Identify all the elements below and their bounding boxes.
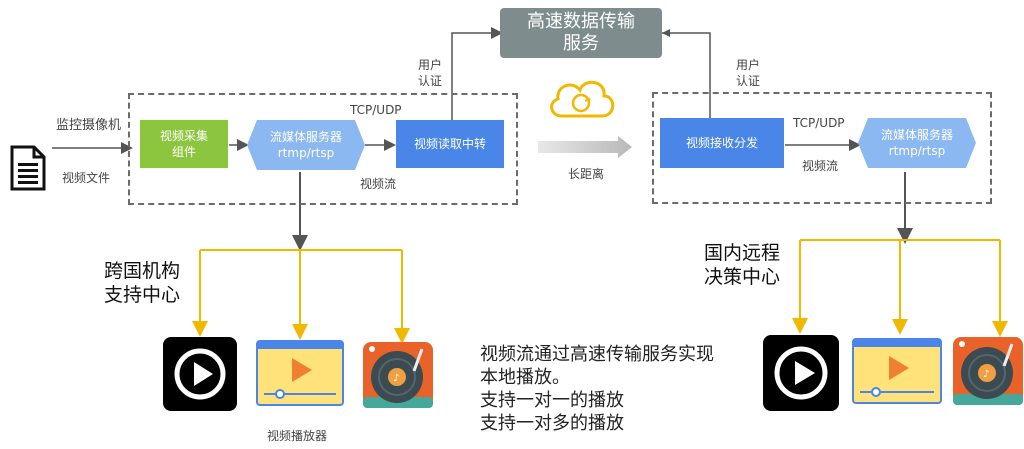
left-site-label: 跨国机构 支持中心 — [104, 260, 181, 306]
players-caption: 视频播放器 — [267, 429, 328, 443]
service-title-line1: 高速数据传输 — [527, 11, 635, 32]
left-streaming-server: 流媒体服务器 rtmp/rtsp — [247, 120, 365, 170]
right-site-label: 国内远程 决策中心 — [704, 242, 781, 288]
svg-text:♪: ♪ — [983, 369, 989, 380]
record-player-icon: ♪ — [362, 341, 434, 409]
notes-block: 视频流通过高速传输服务实现 本地播放。 支持一对一的播放 支持一对多的播放 — [480, 343, 714, 435]
note-line: 本地播放。 — [480, 367, 570, 388]
video-window-icon — [852, 338, 942, 404]
record-player-icon: ♪ — [952, 336, 1024, 406]
document-icon — [10, 145, 46, 191]
video-read-relay: 视频读取中转 — [396, 120, 504, 168]
left-dashed-region — [128, 93, 518, 205]
service-title-line2: 服务 — [563, 33, 599, 54]
video-file-label: 视频文件 — [62, 171, 111, 185]
play-circle-icon — [763, 335, 839, 411]
video-capture-component: 视频采集 组件 — [140, 120, 228, 168]
video-window-icon — [256, 340, 344, 406]
high-speed-transfer-service: 高速数据传输 服务 — [500, 8, 662, 58]
right-stream-label: 视频流 — [802, 159, 839, 173]
right-protocol-label: TCP/UDP — [793, 116, 845, 130]
right-dashed-region — [652, 92, 992, 204]
note-line: 视频流通过高速传输服务实现 — [480, 344, 714, 365]
note-line: 支持一对一的播放 — [480, 390, 624, 411]
long-distance-label: 长距离 — [568, 167, 605, 181]
svg-text:♪: ♪ — [393, 373, 399, 384]
left-auth-label: 用户 认证 — [418, 58, 443, 88]
camera-label: 监控摄像机 — [56, 118, 122, 133]
right-auth-label: 用户 认证 — [736, 58, 761, 88]
play-circle-icon — [163, 337, 237, 411]
left-stream-label: 视频流 — [360, 177, 397, 191]
left-protocol-label: TCP/UDP — [350, 103, 402, 117]
cloud-sync-icon — [544, 72, 618, 122]
video-receive-distribute: 视频接收分发 — [660, 118, 784, 168]
right-streaming-server: 流媒体服务器 rtmp/rtsp — [858, 118, 976, 168]
note-line: 支持一对多的播放 — [480, 413, 624, 434]
